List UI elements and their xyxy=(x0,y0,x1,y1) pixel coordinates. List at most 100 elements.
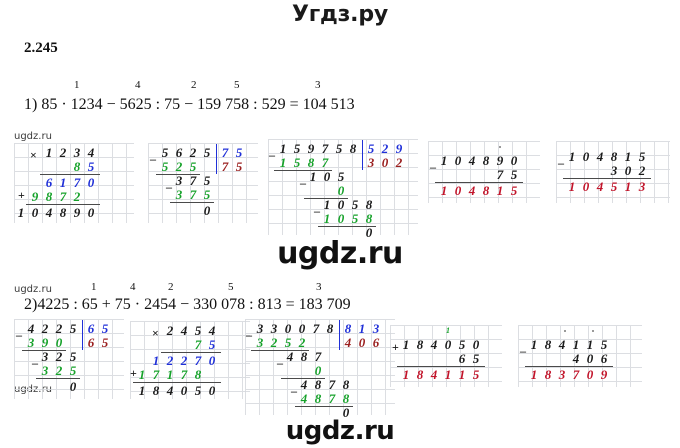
calc-block-add-65-to-184050: 1 + 1 8 4 0 5 0 6 5 1 8 4 1 1 5 xyxy=(390,325,502,387)
digit: 7 xyxy=(152,367,160,382)
digit: 6 xyxy=(372,335,380,350)
digit: 4 xyxy=(45,205,53,220)
digit: 0 xyxy=(582,179,590,194)
digit: 4 xyxy=(180,323,188,338)
calc-block-divide-5625-by-75: _ 5 6 2 5 7 5 5 2 5 7 5 _ 3 7 5 3 7 5 0 xyxy=(148,143,258,223)
digit: 9 xyxy=(31,189,39,204)
digit: 5 xyxy=(610,179,618,194)
digit: 2 xyxy=(180,353,188,368)
digit: 1 xyxy=(279,155,287,170)
digit: 1 xyxy=(568,179,576,194)
digit: 0 xyxy=(87,175,95,190)
digit: 7 xyxy=(314,349,322,364)
calc-block-multiply-2454-by-75: × 2 4 5 4 7 5 1 2 2 7 0 + 1 7 1 7 8 1 8 … xyxy=(130,321,250,399)
digit: 5 xyxy=(161,145,169,160)
digit: 0 xyxy=(624,163,632,178)
digit: 5 xyxy=(293,141,301,156)
digit: 5 xyxy=(235,145,243,160)
digit: 0 xyxy=(444,337,452,352)
digit: 3 xyxy=(256,335,264,350)
digit: 9 xyxy=(73,205,81,220)
digit: 5 xyxy=(87,159,95,174)
plus-sign: + xyxy=(130,366,137,380)
digit: 0 xyxy=(381,155,389,170)
digit: 4 xyxy=(430,337,438,352)
digit: 1 xyxy=(624,149,632,164)
digit: 1 xyxy=(138,383,146,398)
digit: 2 xyxy=(166,323,174,338)
calc-block-divide-159758-by-529: _ 1 5 9 7 5 8 5 2 9 1 5 8 7 3 0 2 _ 1 0 … xyxy=(268,139,418,240)
digit: 5 xyxy=(458,337,466,352)
digit: 1 xyxy=(166,367,174,382)
digit: 8 xyxy=(544,337,552,352)
digit: 7 xyxy=(73,175,81,190)
digit: 9 xyxy=(600,367,608,382)
calc-block-subtract-406-from-184115: _ 1 8 4 1 1 5 4 0 6 1 8 3 7 0 9 xyxy=(518,325,642,387)
digit: 0 xyxy=(510,153,518,168)
digit: 3 xyxy=(638,179,646,194)
minus-sign: _ xyxy=(277,352,283,366)
watermark-small-1: ugdz.ru xyxy=(14,131,52,142)
digit: 6 xyxy=(87,321,95,336)
digit: 5 xyxy=(69,321,77,336)
digit: 8 xyxy=(365,197,373,212)
digit: 1 xyxy=(323,197,331,212)
digit: 5 xyxy=(203,145,211,160)
digit: 0 xyxy=(298,321,306,336)
order-mark-p2-4: 5 xyxy=(228,281,234,293)
digit: 5 xyxy=(367,141,375,156)
digit: 5 xyxy=(203,187,211,202)
digit: 4 xyxy=(286,349,294,364)
watermark-small-2: ugdz.ru xyxy=(14,284,52,295)
digit: 8 xyxy=(45,189,53,204)
order-mark-p1-5: 3 xyxy=(315,79,321,91)
digit: 7 xyxy=(312,321,320,336)
digit: 5 xyxy=(351,197,359,212)
minus-sign: _ xyxy=(558,152,564,166)
digit: 3 xyxy=(175,173,183,188)
digit: 7 xyxy=(194,353,202,368)
digit: 8 xyxy=(416,337,424,352)
digit: 0 xyxy=(586,351,594,366)
order-mark-p2-3: 2 xyxy=(168,281,174,293)
digit: 3 xyxy=(27,335,35,350)
digit: 3 xyxy=(270,321,278,336)
digit: 5 xyxy=(101,321,109,336)
digit: 3 xyxy=(610,163,618,178)
digit: 0 xyxy=(208,383,216,398)
digit: 7 xyxy=(189,187,197,202)
digit: 0 xyxy=(365,225,373,240)
digit: 2 xyxy=(638,163,646,178)
digit: 2 xyxy=(55,363,63,378)
digit: 7 xyxy=(221,159,229,174)
digit: 5 xyxy=(337,169,345,184)
digit: 5 xyxy=(235,159,243,174)
minus-sign: _ xyxy=(269,144,275,158)
order-mark-p2-2: 4 xyxy=(130,281,136,293)
watermark-middle: ugdz.ru xyxy=(277,236,403,271)
digit: 0 xyxy=(454,183,462,198)
digit: 0 xyxy=(55,335,63,350)
digit: 3 xyxy=(41,349,49,364)
calc-block-divide-330078-by-813: _ 3 3 0 0 7 8 8 1 3 3 2 5 2 4 0 6 _ 4 8 … xyxy=(245,319,395,420)
order-mark-p1-4: 5 xyxy=(234,79,240,91)
digit: 1 xyxy=(572,337,580,352)
digit: 5 xyxy=(351,211,359,226)
digit: 8 xyxy=(482,153,490,168)
digit: 8 xyxy=(342,377,350,392)
digit: 7 xyxy=(321,141,329,156)
minus-sign: _ xyxy=(430,156,436,170)
digit: 9 xyxy=(41,335,49,350)
order-mark-p1-1: 1 xyxy=(74,79,80,91)
digit: 9 xyxy=(307,141,315,156)
minus-sign: _ xyxy=(150,148,156,162)
digit: 1 xyxy=(402,367,410,382)
digit: 4 xyxy=(87,145,95,160)
digit: 8 xyxy=(194,367,202,382)
digit: 2 xyxy=(59,145,67,160)
calc-block-multiply-1234-by-85: × 1 2 3 4 8 5 6 1 7 0 + 9 8 7 2 1 0 4 8 … xyxy=(14,143,134,223)
digit: 8 xyxy=(544,367,552,382)
digit: 1 xyxy=(152,353,160,368)
digit: 8 xyxy=(610,149,618,164)
digit: 5 xyxy=(203,173,211,188)
